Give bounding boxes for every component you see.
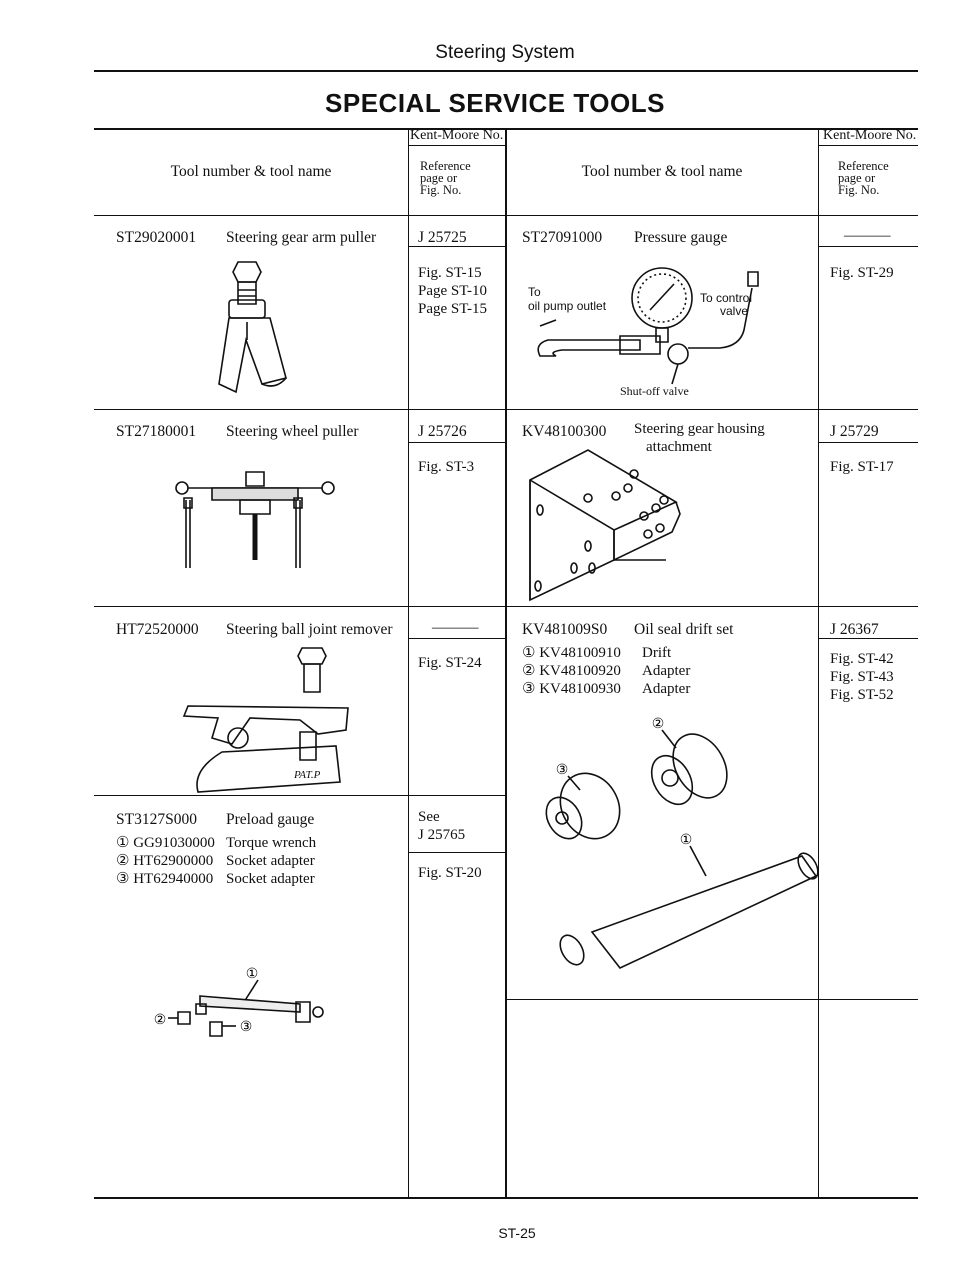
header-row-rule: [94, 215, 918, 216]
label-to-control: To control: [700, 291, 752, 305]
reference-list: Fig. ST-29: [830, 265, 894, 281]
housing-attachment-icon: [0, 0, 1, 1]
callout-2: ②: [154, 1013, 167, 1028]
col-header-kent-left: Kent-Moore No.: [410, 128, 504, 143]
tool-name: Preload gauge: [226, 811, 315, 828]
part-number: ① GG91030000: [116, 835, 215, 851]
part-number: ③ KV48100930: [522, 681, 621, 697]
steering-gear-arm-puller-icon: [0, 0, 1, 1]
tool-name: Steering wheel puller: [226, 423, 359, 440]
callout-3: ③: [556, 763, 569, 778]
tool-number: KV481009S0: [522, 621, 608, 638]
part-name: Torque wrench: [226, 835, 317, 851]
reference-list: Fig. ST-24: [418, 655, 482, 671]
part-number: ② KV48100920: [522, 663, 621, 679]
row-rule-right-3: [505, 999, 918, 1000]
oil-seal-drift-set-icon: ② ③ ①: [0, 0, 1, 1]
kent-split-l4: [408, 852, 506, 853]
preload-gauge-icon: ① ② ③: [0, 0, 1, 1]
part-number: ② HT62900000: [116, 853, 214, 869]
kent-header-rule-left: [408, 145, 506, 146]
reference-list: Fig. ST-17: [830, 459, 894, 475]
kent-split-r3: [818, 638, 918, 639]
kent-moore-no: J 25725: [418, 229, 467, 246]
callout-1: ①: [246, 967, 259, 982]
kent-split-l2: [408, 442, 506, 443]
patent-marking: PAT.P: [293, 769, 321, 781]
part-name: Adapter: [642, 681, 691, 697]
part-name: Drift: [642, 645, 672, 661]
row-rule-left-3: [94, 795, 506, 796]
part-number: ③ HT62940000: [116, 871, 214, 887]
ball-joint-remover-icon: PAT.P: [0, 0, 1, 1]
parts-list: ① KV48100910 ② KV48100920 ③ KV48100930: [522, 644, 621, 698]
tool-name: Oil seal drift set: [634, 621, 734, 638]
reference-list: Fig. ST-20: [418, 865, 482, 881]
part-name: Socket adapter: [226, 871, 315, 887]
tool-number: ST27091000: [522, 229, 603, 246]
part-number: ① KV48100910: [522, 645, 621, 661]
page-number: ST-25: [498, 1225, 536, 1241]
kent-moore-no: ———: [844, 227, 891, 244]
divider-left-ref: [408, 128, 409, 1197]
col-header-tool-left: Tool number & tool name: [170, 163, 332, 180]
tool-name: Steering ball joint remover: [226, 621, 393, 638]
tool-name: Pressure gauge: [634, 229, 728, 246]
kent-split-l3: [408, 638, 506, 639]
divider-center: [505, 128, 507, 1197]
kent-moore-no: J 25729: [830, 423, 879, 440]
kent-split-r2: [818, 442, 918, 443]
row-rule-2: [94, 606, 918, 607]
callout-1: ①: [680, 833, 693, 848]
page-title: SPECIAL SERVICE TOOLS: [325, 88, 665, 118]
section-title: Steering System: [435, 42, 575, 63]
label-valve: valve: [720, 304, 748, 318]
parts-names: Torque wrench Socket adapter Socket adap…: [226, 834, 316, 888]
tool-name: Steering gear housing attachment: [634, 421, 765, 455]
col-header-tool-right: Tool number & tool name: [581, 163, 743, 180]
kent-moore-no: J 25726: [418, 423, 467, 440]
divider-right-ref: [818, 128, 819, 1197]
parts-list: ① GG91030000 ② HT62900000 ③ HT62940000: [116, 834, 215, 888]
kent-split-r1: [818, 246, 918, 247]
col-header-kent-right: Kent-Moore No.: [823, 128, 917, 143]
tool-number: ST27180001: [116, 423, 197, 440]
part-name: Socket adapter: [226, 853, 315, 869]
kent-split-l1: [408, 246, 506, 247]
callout-2: ②: [652, 717, 665, 732]
tool-name: Steering gear arm puller: [226, 229, 377, 246]
callout-3: ③: [240, 1020, 253, 1035]
table-bottom-rule: [94, 1197, 918, 1199]
part-name: Adapter: [642, 663, 691, 679]
tool-number: HT72520000: [116, 621, 199, 638]
label-shutoff-valve: Shut-off valve: [620, 384, 689, 398]
tool-number: ST3127S000: [116, 811, 197, 828]
label-oil-pump-outlet: oil pump outlet: [528, 299, 607, 313]
label-to: To: [528, 285, 541, 299]
row-rule-1: [94, 409, 918, 410]
tool-number: ST29020001: [116, 229, 197, 246]
reference-list: Fig. ST-3: [418, 459, 475, 475]
pressure-gauge-icon: To oil pump outlet To control valve: [0, 0, 1, 1]
steering-wheel-puller-icon: [0, 0, 1, 1]
kent-header-rule-right: [818, 145, 918, 146]
parts-names: Drift Adapter Adapter: [642, 644, 690, 698]
tool-number: KV48100300: [522, 423, 607, 440]
header-rule: [94, 70, 918, 72]
kent-moore-no: ———: [432, 619, 479, 636]
kent-moore-no: J 26367: [830, 621, 879, 638]
